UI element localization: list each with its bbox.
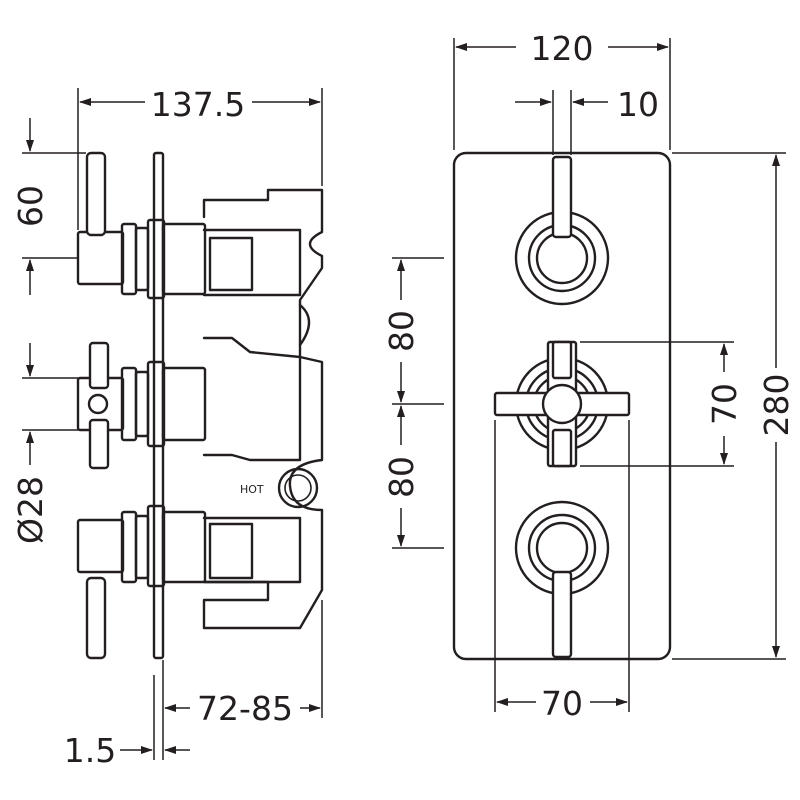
wall-plate — [152, 151, 165, 660]
svg-text:137.5: 137.5 — [151, 85, 245, 124]
svg-text:72-85: 72-85 — [197, 689, 293, 728]
lower-spindle — [76, 504, 207, 660]
dim-spindle-diameter: Ø28 — [11, 343, 78, 544]
dim-control-spacing: 80 80 — [382, 257, 444, 549]
svg-text:80: 80 — [382, 310, 421, 352]
svg-text:Ø28: Ø28 — [11, 476, 50, 544]
top-control — [514, 155, 610, 306]
hot-port-inner — [284, 474, 312, 502]
hot-port — [277, 467, 319, 509]
svg-text:70: 70 — [541, 684, 583, 723]
thermostat-bulge — [298, 303, 311, 347]
svg-text:10: 10 — [617, 85, 659, 124]
dim-projection: 72-85 — [162, 600, 323, 760]
svg-text:60: 60 — [11, 185, 50, 227]
faceplate — [452, 151, 672, 661]
middle-control — [493, 340, 631, 468]
svg-text:120: 120 — [531, 29, 594, 68]
dim-plate-height: 280 — [672, 152, 796, 660]
svg-text:80: 80 — [382, 456, 421, 498]
dim-cross-span-horizontal: 70 — [494, 420, 630, 723]
lower-cartridge — [202, 516, 302, 584]
svg-text:70: 70 — [705, 383, 744, 425]
svg-text:1.5: 1.5 — [64, 731, 116, 770]
bottom-control — [514, 500, 610, 659]
dim-cross-span-vertical: 70 — [580, 341, 744, 467]
hot-label: HOT — [240, 483, 264, 496]
dim-handle-width: 10 — [515, 85, 659, 155]
svg-text:280: 280 — [757, 374, 796, 437]
thermostat-housing — [202, 336, 302, 462]
valve-body-outline — [202, 188, 324, 630]
side-view: HOT — [11, 85, 324, 770]
middle-spindle — [76, 341, 207, 470]
dim-plate-thickness: 1.5 — [64, 675, 190, 770]
dim-overall-depth: 137.5 — [77, 85, 323, 230]
upper-cartridge — [202, 228, 302, 297]
front-view: 120 10 80 80 70 — [382, 29, 796, 723]
dim-lever-spacing: 60 — [11, 118, 86, 295]
dim-plate-width: 120 — [453, 29, 671, 150]
upper-spindle — [76, 151, 207, 300]
